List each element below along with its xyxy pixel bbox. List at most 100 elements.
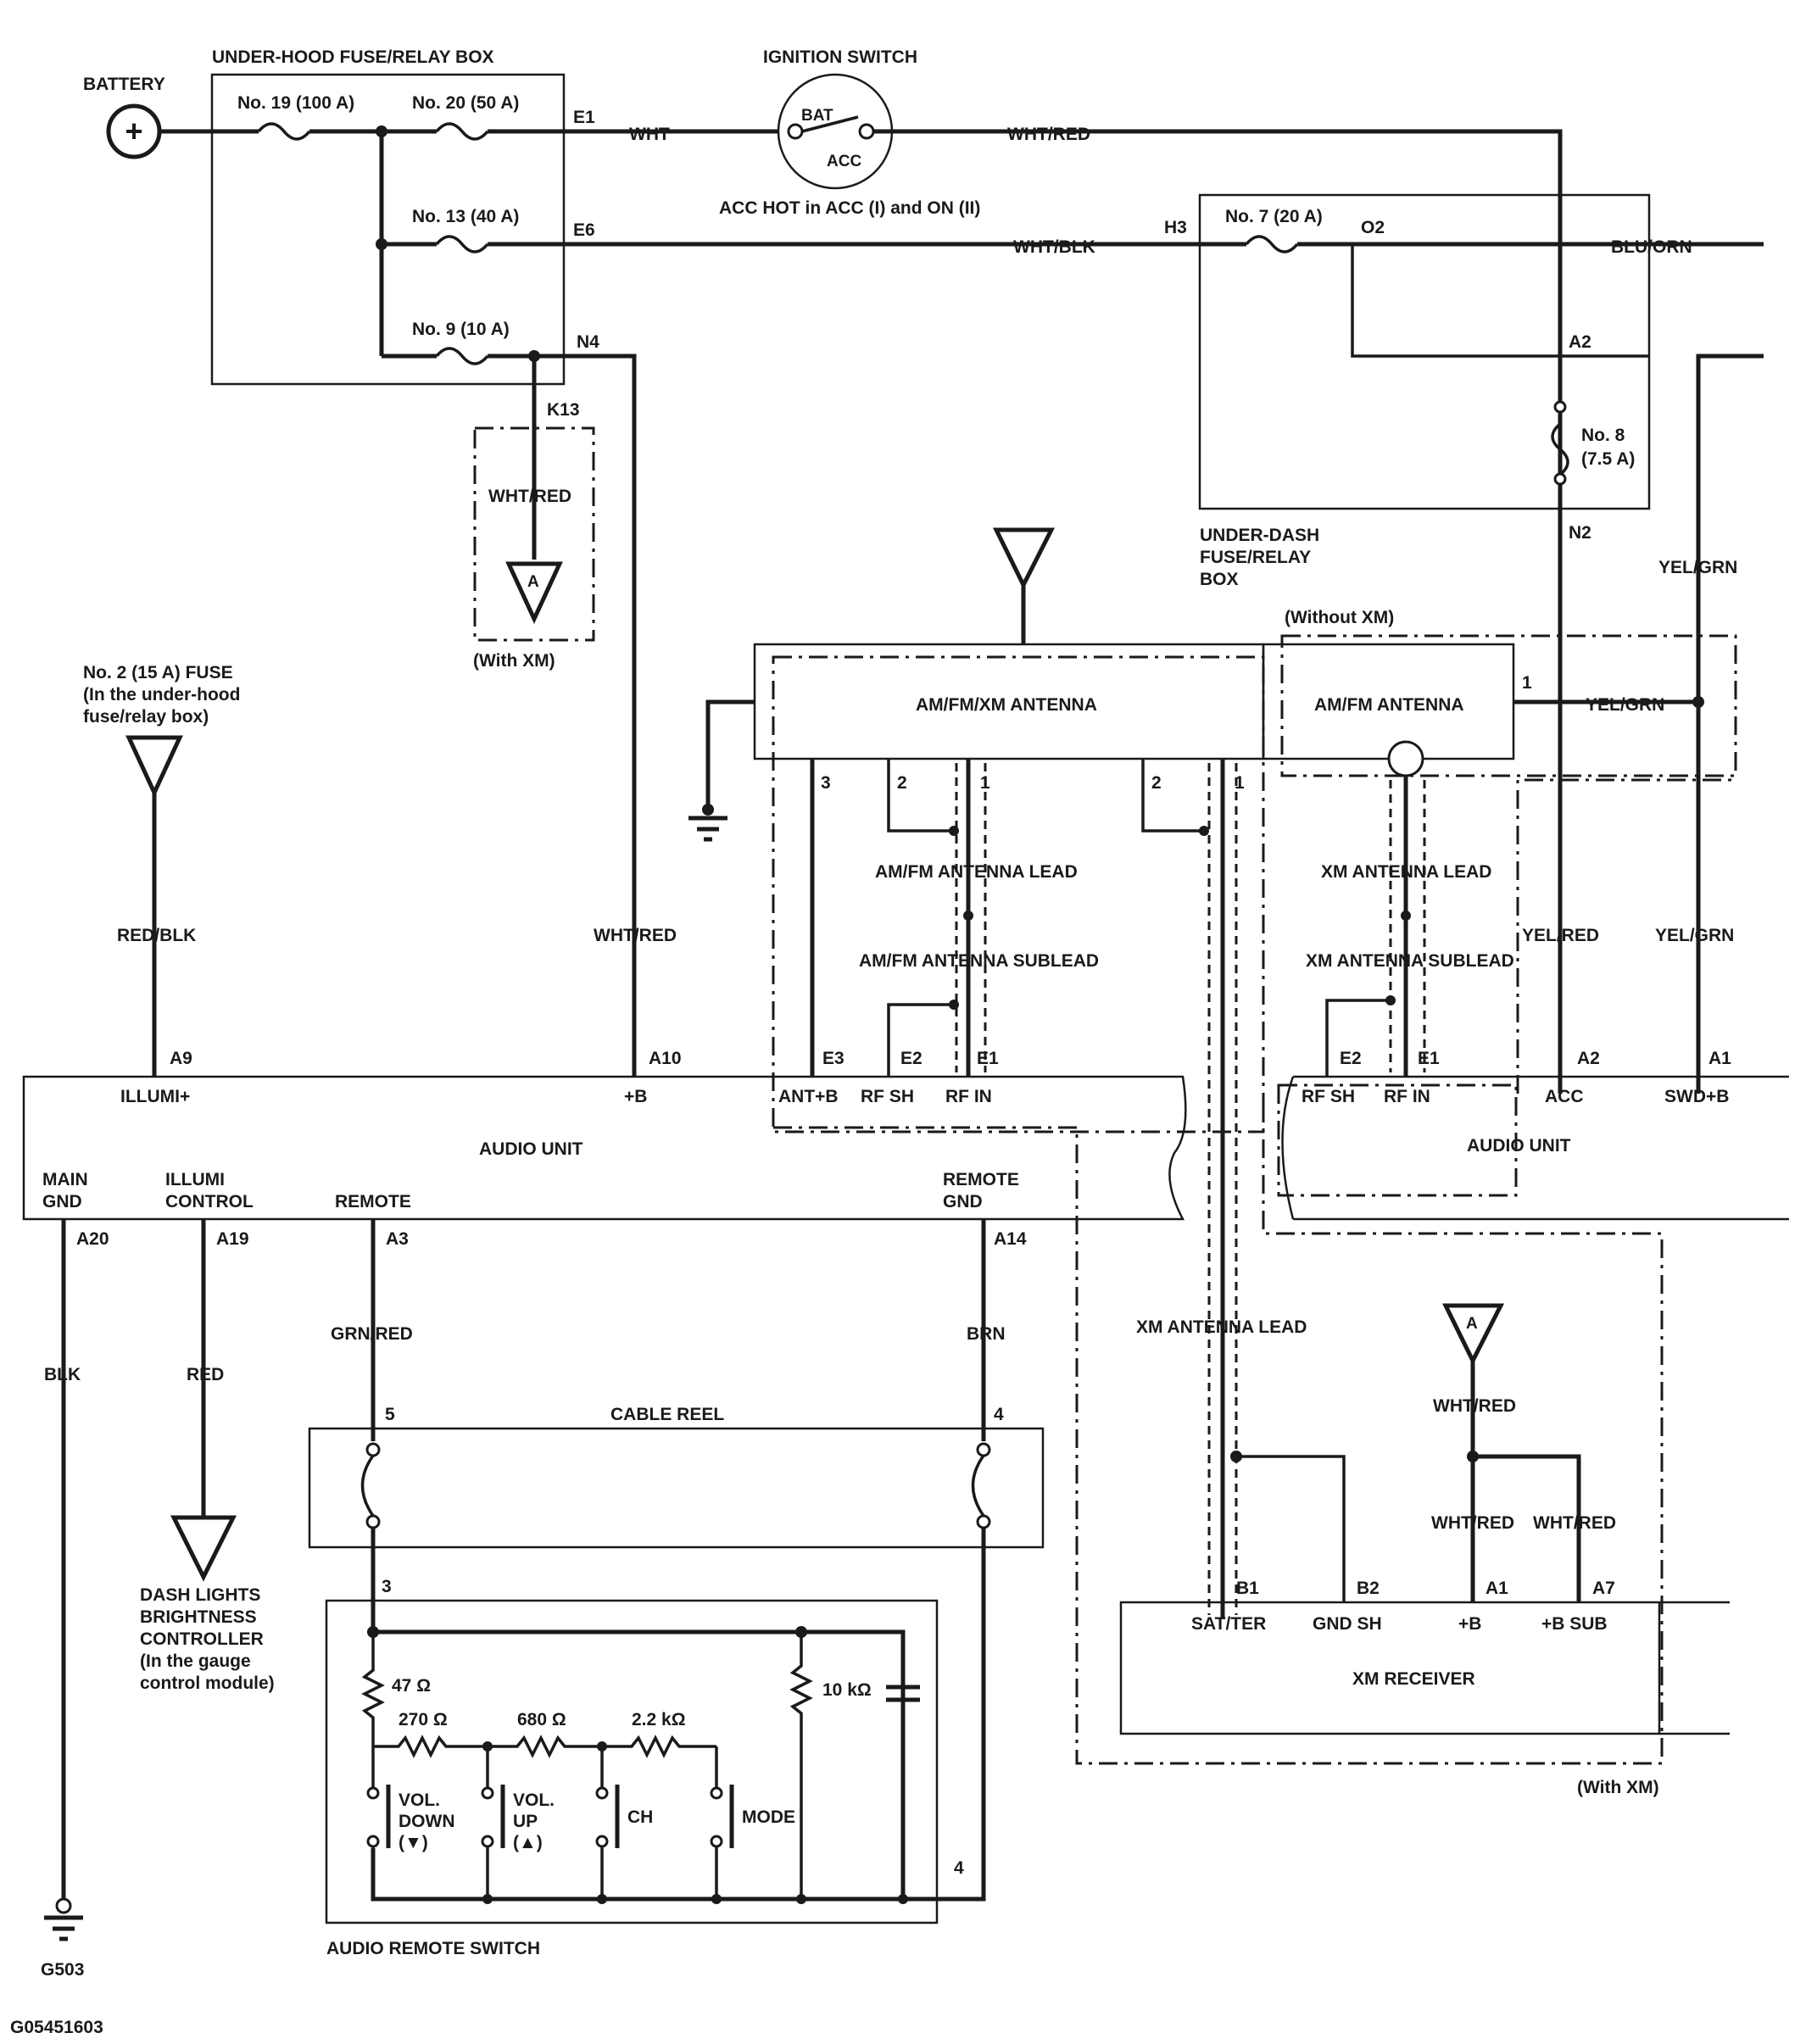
xm-antenna-lead-label: XM ANTENNA LEAD (1321, 862, 1491, 882)
xm-antenna-sublead-wire (1325, 999, 1391, 1077)
fuse-20-symbol (435, 122, 489, 141)
xm-wht-red-label-3: WHT/RED (1533, 1513, 1616, 1533)
xm-receiver-title: XM RECEIVER (1352, 1669, 1475, 1689)
k13-wire-label: WHT/RED (488, 487, 571, 506)
rf-in-right-terminal: RF IN (1384, 1087, 1430, 1106)
fuse-9-label: No. 9 (10 A) (412, 320, 510, 339)
red-label: RED (187, 1365, 224, 1384)
r10k-label: 10 kΩ (822, 1680, 872, 1700)
xm-wht-red-label-1: WHT/RED (1433, 1396, 1516, 1416)
yel-red-label: YEL/RED (1522, 926, 1599, 945)
audio-unit-title: AUDIO UNIT (479, 1139, 583, 1159)
xm-wht-red-label-2: WHT/RED (1431, 1513, 1514, 1533)
wht-wire-label: WHT (629, 125, 670, 144)
xm-pin2-dot (1199, 826, 1209, 836)
dash-lights-label-3: CONTROLLER (140, 1629, 264, 1649)
xm-pin1-label: 1 (1235, 773, 1245, 793)
dash-lights-label-1: DASH LIGHTS (140, 1585, 260, 1605)
pin2-label: 2 (897, 773, 907, 793)
fuse-8-symbol (1551, 422, 1569, 476)
g503-ground-icon (44, 1915, 83, 1941)
r47-label: 47 Ω (392, 1676, 431, 1696)
underhood-fuse-box (210, 73, 566, 386)
amfm-lead-shield (955, 763, 987, 1072)
rf-in-terminal: RF IN (945, 1087, 992, 1106)
main-gnd-label-2: GND (42, 1192, 82, 1211)
cable-reel-pin5: 5 (385, 1405, 395, 1424)
dash-lights-label-4: (In the gauge (140, 1651, 251, 1671)
amfm-lead-dot (963, 911, 973, 921)
switch-contact (481, 1835, 494, 1848)
xm-receiver-box (1119, 1601, 1661, 1735)
xm-antenna-lead-dot (1401, 911, 1411, 921)
audio-remote-switch-box (325, 1599, 939, 1924)
r22k-label: 2.2 kΩ (632, 1710, 686, 1729)
g503-label: G503 (41, 1960, 84, 1980)
n4-wire-label: WHT/RED (594, 926, 677, 945)
reel-switch (971, 1454, 985, 1517)
blk-label: BLK (44, 1365, 81, 1384)
amfm-lead-label: AM/FM ANTENNA LEAD (875, 862, 1078, 882)
pin-e1-label: E1 (573, 108, 595, 127)
vol-up-label-2: UP (513, 1812, 538, 1831)
vol-up-label-3: (▲) (513, 1833, 543, 1852)
xm-antenna-lead-shield (1389, 780, 1426, 1072)
amfm-antenna-title: AM/FM ANTENNA (1314, 695, 1464, 715)
remote-gnd-label-1: REMOTE (943, 1170, 1019, 1189)
pin-e2-right-label: E2 (1340, 1049, 1362, 1068)
xm-with-xm-note: (With XM) (1577, 1778, 1659, 1797)
fuse-2-label-1: No. 2 (15 A) FUSE (83, 663, 233, 682)
fuse-7-label: No. 7 (20 A) (1225, 207, 1323, 226)
fuse-13-symbol (435, 235, 489, 253)
antenna-section: AM/FM/XM ANTENNA 3 2 1 AM/FM ANTENNA LEA… (688, 527, 1737, 1619)
dash-lights-label-5: control module) (140, 1674, 275, 1693)
gnd-sh-wire (1236, 1455, 1346, 1602)
xm-antenna-sublead-label: XM ANTENNA SUBLEAD (1306, 951, 1514, 971)
pin-k13-label: K13 (547, 400, 580, 420)
pin-h3-label: H3 (1164, 218, 1187, 237)
amfm-sublead-label: AM/FM ANTENNA SUBLEAD (859, 951, 1099, 971)
pin-a9-label: A9 (170, 1049, 192, 1068)
without-xm-note: (Without XM) (1285, 608, 1394, 627)
lower-section: BLK G503 RED DASH LIGHTS BRIGHTNESS CONT… (10, 1219, 1045, 2037)
ignition-switch-label: IGNITION SWITCH (763, 47, 917, 67)
junction-dot (597, 1894, 607, 1904)
pin-a3-label: A3 (386, 1229, 409, 1249)
power-section: + BATTERY UNDER-HOOD FUSE/RELAY BOX No. … (83, 47, 1563, 1094)
xm-pin-a7-label: A7 (1592, 1579, 1615, 1598)
fuse-2-label-3: fuse/relay box) (83, 707, 209, 727)
audio-unit-section: AUDIO UNIT AUDIO UNIT A9 A10 E3 E2 E1 E2… (22, 1049, 1789, 1765)
wht-red-wire-label: WHT/RED (1007, 125, 1090, 144)
without-xm-dashbox (1280, 634, 1737, 777)
illumi-terminal: ILLUMI+ (120, 1087, 190, 1106)
blu-orn-label: BLU/ORN (1611, 237, 1692, 257)
antenna-jack (1387, 740, 1424, 777)
yel-grn-lower-label: YEL/GRN (1655, 926, 1734, 945)
reel-contact (976, 1514, 991, 1529)
ignition-bat-contact (787, 123, 804, 140)
antenna-dashbox (772, 655, 1265, 1133)
ch-label: CH (627, 1807, 653, 1827)
ladder-wire (373, 1735, 716, 1758)
underdash-label-3: BOX (1200, 570, 1239, 589)
reel-lower-wire-right (903, 1528, 986, 1902)
plus-b-terminal: +B (624, 1087, 647, 1106)
fuse-8-label-2: (7.5 A) (1581, 449, 1635, 469)
fuse-2-label-2: (In the under-hood (83, 685, 240, 705)
fuse-19-label: No. 19 (100 A) (237, 93, 354, 113)
junction-dot (1467, 1451, 1479, 1462)
mode-label: MODE (742, 1807, 795, 1827)
g503-dot (55, 1897, 72, 1914)
battery-plus-icon: + (125, 114, 142, 148)
junction-dot (796, 1894, 806, 1904)
pin-a2-label: A2 (1577, 1049, 1600, 1068)
vol-down-label-3: (▼) (399, 1833, 428, 1852)
gnd-sh-terminal: GND SH (1313, 1614, 1382, 1634)
plus-b-xm-terminal: +B (1458, 1614, 1481, 1634)
pin-e1-label: E1 (977, 1049, 999, 1068)
pin-e1-right-label: E1 (1418, 1049, 1440, 1068)
r47-resistor (361, 1632, 385, 1746)
switch-contact (710, 1786, 723, 1800)
illumi-control-label-2: CONTROL (165, 1192, 254, 1211)
wht-blk-wire-label: WHT/BLK (1013, 237, 1095, 257)
